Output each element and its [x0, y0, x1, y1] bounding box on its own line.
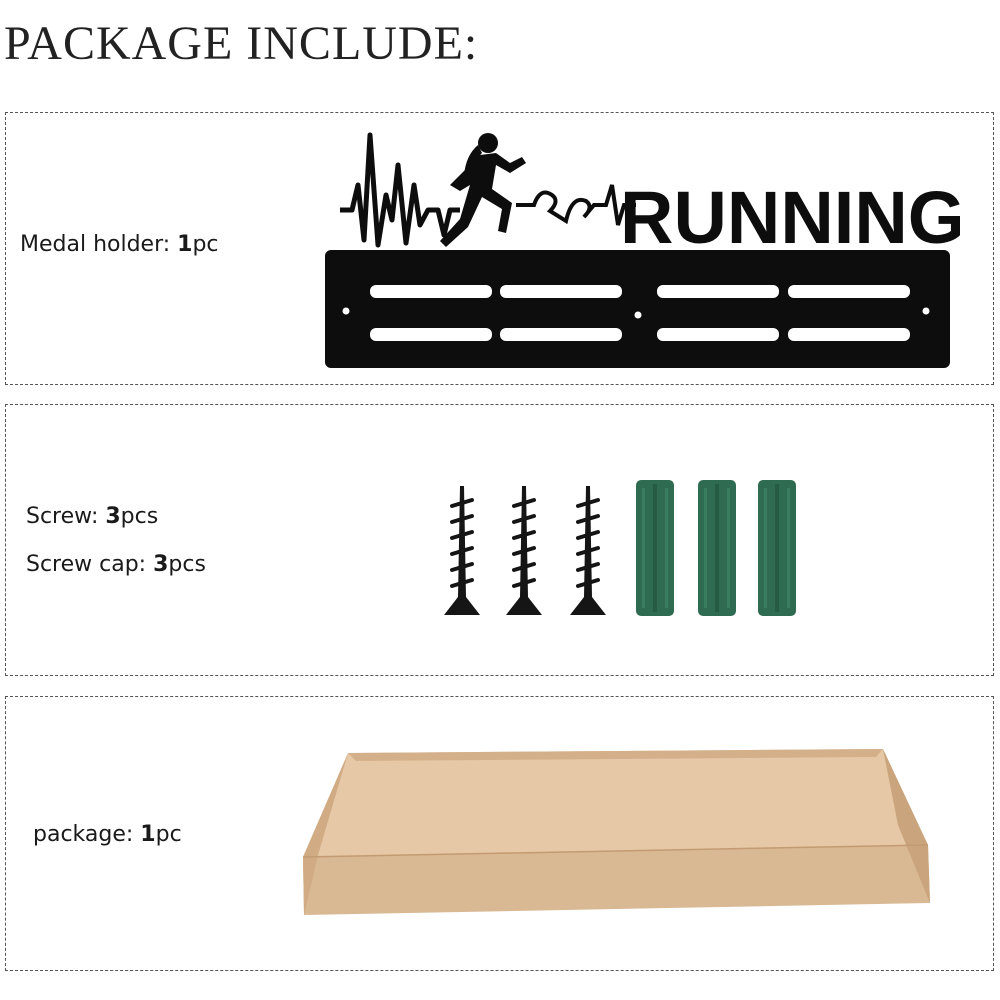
medal-holder-section: [5, 112, 994, 385]
screw-label: Screw: 3pcs: [26, 504, 159, 529]
holder-plate: [325, 250, 950, 368]
package-box-image: [302, 749, 930, 915]
screw-2: [504, 484, 544, 617]
page-title: PACKAGE INCLUDE:: [4, 17, 479, 70]
screw-3: [568, 484, 608, 617]
package-label: package: 1pc: [33, 822, 182, 847]
medal-holder-label: Medal holder: 1pc: [20, 232, 219, 257]
hanging-slots: [342, 285, 930, 341]
heart-icon: [516, 184, 636, 226]
running-text: RUNNING: [620, 176, 960, 259]
screw-cap-label: Screw cap: 3pcs: [26, 552, 206, 577]
screw-cap-3: [758, 480, 796, 616]
screws-image: [442, 480, 796, 617]
medal-holder-image: RUNNING: [325, 132, 960, 368]
runner-icon: [440, 133, 526, 247]
heartbeat-line-icon: [340, 132, 460, 248]
screw-cap-2: [698, 480, 736, 616]
screws-section: [5, 404, 994, 676]
screw-1: [442, 484, 482, 617]
screw-cap-1: [636, 480, 674, 616]
package-section: [5, 696, 994, 971]
